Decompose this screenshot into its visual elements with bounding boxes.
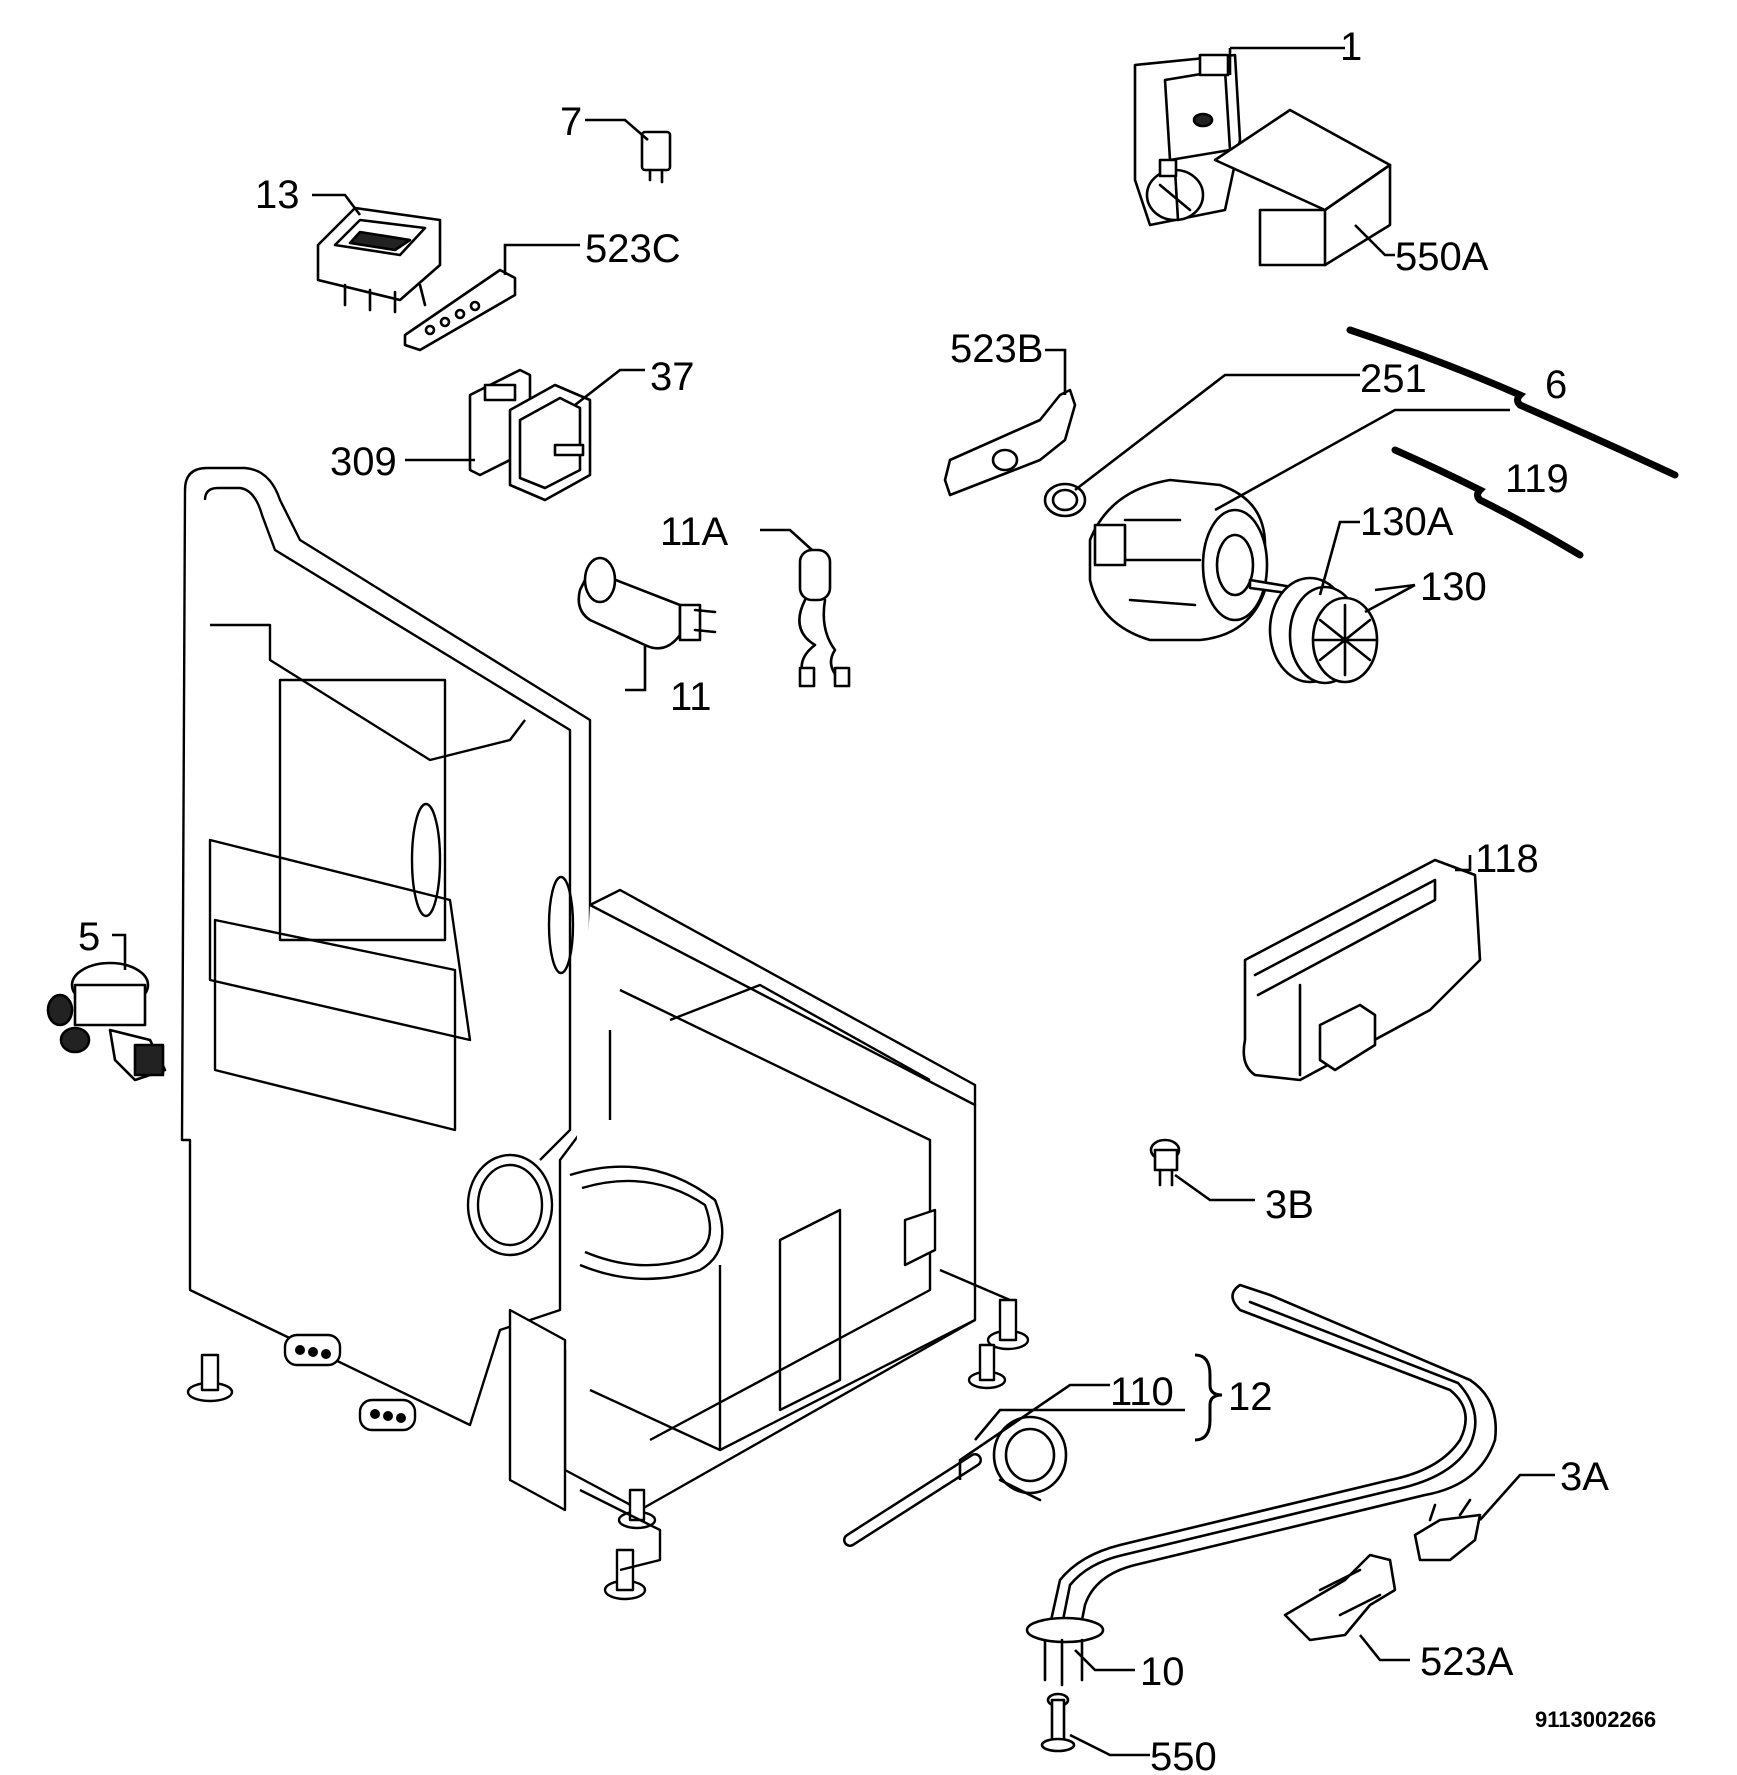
part-251-cap — [1043, 482, 1087, 518]
part-130-impeller — [1268, 576, 1379, 685]
part-11-capacitor — [577, 556, 717, 650]
label-251: 251 — [1360, 357, 1427, 401]
leader-lines — [112, 46, 1679, 1757]
part-523A-bracket — [1283, 1553, 1397, 1642]
part-118-dispenser — [1242, 858, 1482, 1082]
part-11A-suppressor — [798, 548, 851, 688]
part-12-pressure-switch — [843, 1415, 1068, 1547]
label-523C: 523C — [585, 227, 681, 271]
label-5: 5 — [78, 915, 100, 959]
drawing-code: 9113002266 — [1535, 1707, 1656, 1732]
base-frame — [180, 466, 1030, 1601]
label-6: 6 — [1545, 363, 1567, 407]
label-37: 37 — [650, 355, 695, 399]
label-110: 110 — [1110, 1370, 1174, 1414]
label-130: 130 — [1420, 565, 1487, 609]
label-11: 11 — [670, 675, 712, 719]
label-12: 12 — [1228, 1375, 1273, 1419]
label-119: 119 — [1505, 457, 1569, 501]
part-6-motor — [1088, 478, 1312, 642]
part-13-switch-block — [316, 206, 442, 314]
part-7-microswitch — [640, 130, 672, 184]
part-3B-thermostat — [1149, 1138, 1181, 1187]
label-118: 118 — [1475, 837, 1539, 881]
part-37-selector — [508, 383, 592, 502]
label-550A: 550A — [1395, 235, 1489, 279]
part-10-heating-element — [1025, 1283, 1497, 1687]
label-3B: 3B — [1265, 1183, 1314, 1227]
part-550A-cover — [1213, 108, 1392, 267]
label-1: 1 — [1340, 25, 1362, 69]
part-1-timer — [1133, 53, 1242, 227]
part-550-fastener — [1040, 1692, 1076, 1753]
label-550: 550 — [1150, 1735, 1217, 1775]
label-130A: 130A — [1360, 500, 1454, 544]
part-523C-bracket — [403, 268, 517, 352]
part-3A-clip — [1413, 1498, 1482, 1562]
label-11A: 11A — [660, 510, 729, 554]
label-3A: 3A — [1560, 1455, 1609, 1499]
label-7: 7 — [560, 100, 582, 144]
part-labels: 1 550A 7 13 523C 37 309 523B 251 6 119 1… — [78, 25, 1656, 1775]
label-309: 309 — [330, 440, 397, 484]
part-523B-bracket — [943, 388, 1077, 497]
label-523B: 523B — [950, 327, 1043, 371]
part-5-inlet-valve — [46, 961, 167, 1082]
label-523A: 523A — [1420, 1640, 1514, 1684]
label-13: 13 — [255, 173, 300, 217]
label-10: 10 — [1140, 1650, 1185, 1694]
